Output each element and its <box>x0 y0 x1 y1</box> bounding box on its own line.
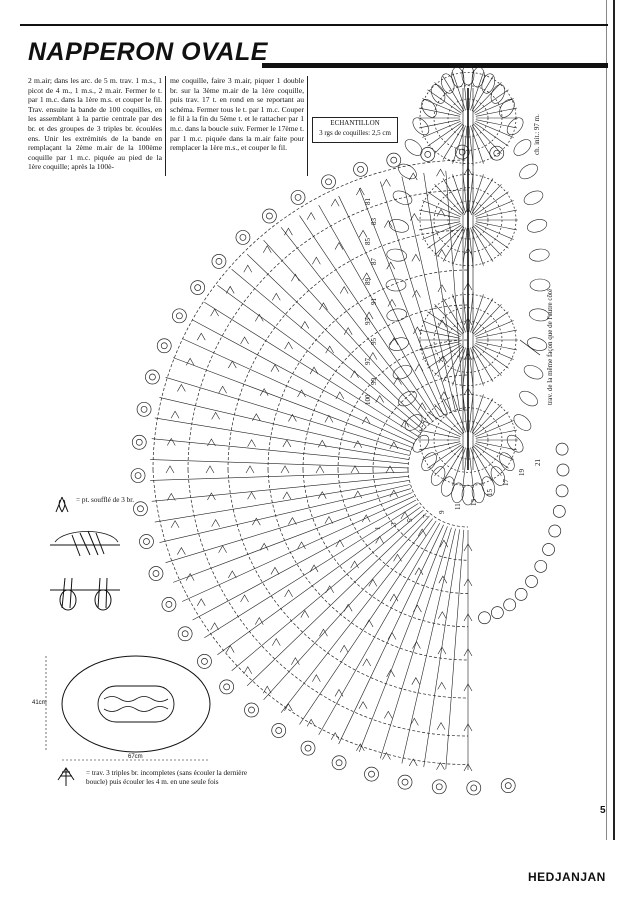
row-number-label: 97 <box>364 358 372 366</box>
row-number-label: 93 <box>364 318 372 326</box>
legend-triple-stitches: = trav. 3 triples br. incompletes (sans … <box>86 769 248 786</box>
row-number-label: 11 <box>454 503 462 510</box>
row-number-label: 3 <box>390 522 398 526</box>
legend-puff-stitch: = pt. soufflé de 3 br. <box>76 496 135 504</box>
page-title: NAPPERON OVALE <box>28 38 268 66</box>
chain-initial-label: ch. init.: 97 m. <box>533 114 541 155</box>
same-way-label: trav. de la même façon que de l'autre cô… <box>546 288 554 405</box>
row-number-label: 1 <box>374 526 382 530</box>
instructions-column-2: me coquille, faire 3 m.air, piquer 1 dou… <box>170 76 304 153</box>
dimension-width: 67cm <box>128 754 143 760</box>
sample-box: ECHANTILLON 3 rgs de coquilles: 2,5 cm <box>312 117 398 143</box>
row-number-label: 99 <box>370 378 378 386</box>
row-number-label: 95 <box>370 338 378 346</box>
page-number: 5 <box>600 805 606 816</box>
row-number-label: 9 <box>438 510 446 514</box>
row-number-label: 100 <box>364 394 372 405</box>
row-number-label: 85 <box>364 238 372 246</box>
row-number-label: 7 <box>422 514 430 518</box>
sample-label: ECHANTILLON <box>330 119 380 127</box>
row-number-label: 19 <box>518 469 526 477</box>
title-bar <box>262 63 608 68</box>
instructions-column-1: 2 m.air; dans les arc. de 5 m. trav. 1 m… <box>28 76 162 172</box>
row-number-label: 15 <box>486 489 494 497</box>
row-number-label: 17 <box>502 479 510 487</box>
row-number-label: 21 <box>534 459 542 467</box>
row-number-label: 5 <box>406 518 414 522</box>
row-number-label: 87 <box>370 258 378 266</box>
column-divider-2 <box>307 76 308 176</box>
credit-label: HEDJANJAN <box>528 870 606 884</box>
page-spine <box>606 0 615 840</box>
row-number-label: 91 <box>370 298 378 306</box>
row-number-label: 89 <box>364 278 372 286</box>
row-number-label: 83 <box>370 218 378 226</box>
row-number-label: 81 <box>364 198 372 206</box>
row-number-label: 13 <box>470 499 478 507</box>
dimension-height: 41cm <box>32 700 47 706</box>
sample-text: 3 rgs de coquilles: 2,5 cm <box>319 129 391 137</box>
top-rule <box>20 24 608 26</box>
column-divider-1 <box>165 76 166 176</box>
